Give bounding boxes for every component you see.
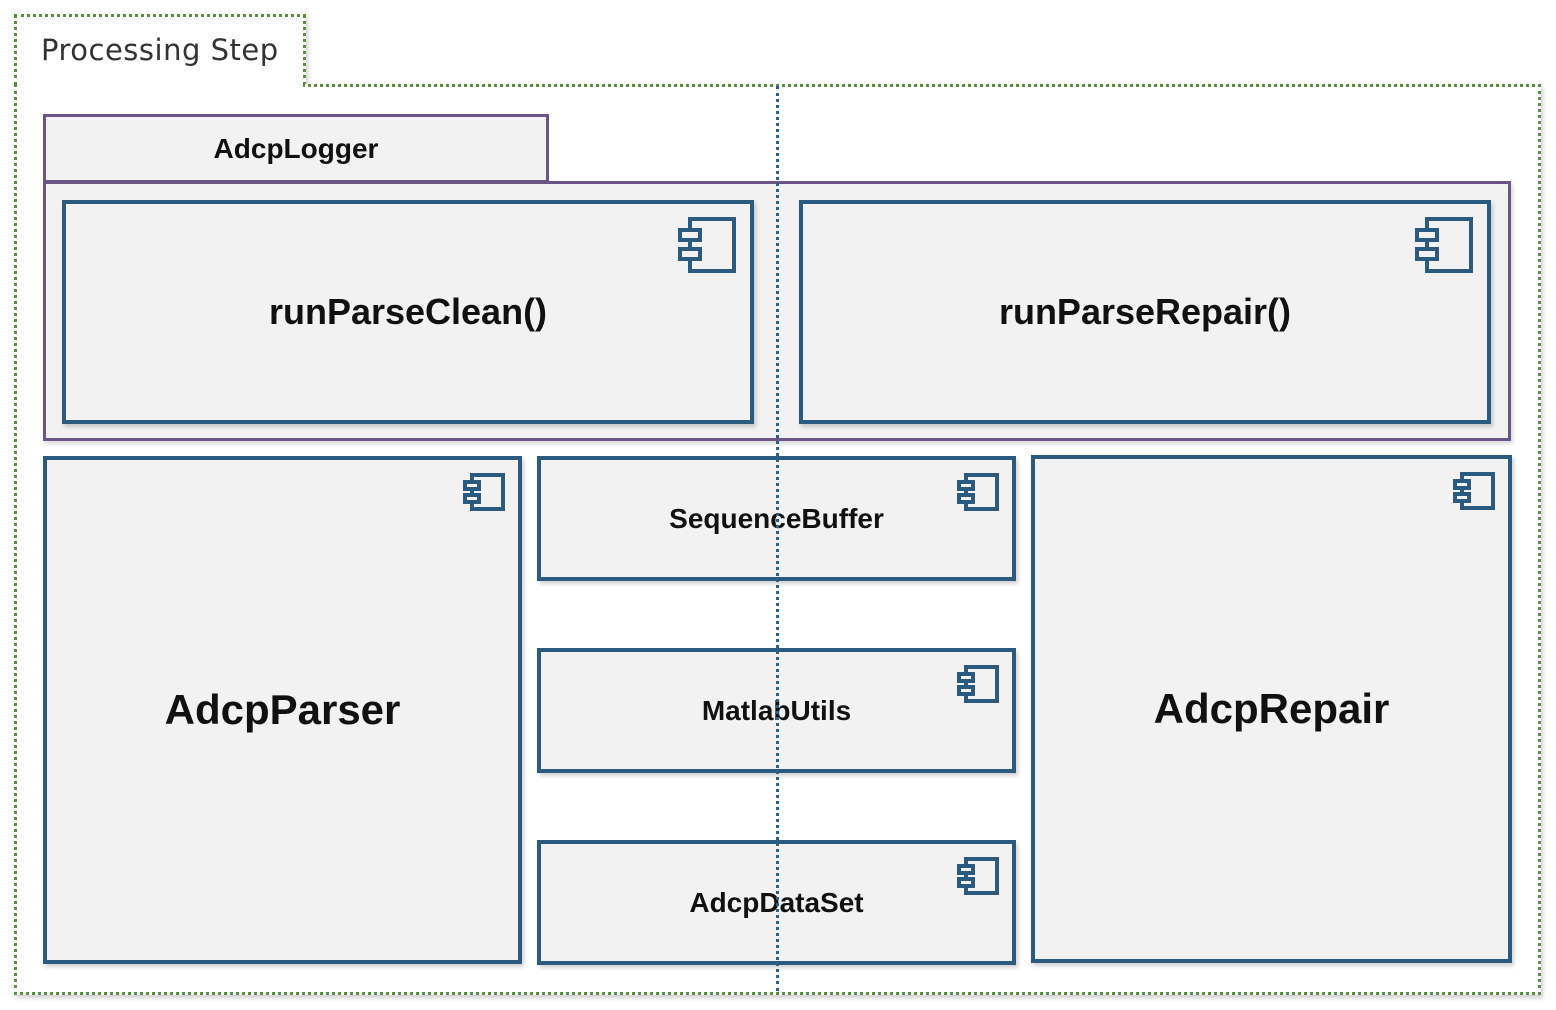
- component-icon: [957, 857, 999, 895]
- run-parse-clean-component: runParseClean(): [62, 200, 754, 424]
- processing-step-label: Processing Step: [41, 33, 279, 67]
- component-icon: [463, 473, 505, 511]
- adcp-logger-tab: AdcpLogger: [43, 114, 549, 183]
- run-parse-repair-component: runParseRepair(): [799, 200, 1491, 424]
- adcp-repair-component: AdcpRepair: [1031, 455, 1512, 963]
- run-parse-clean-label: runParseClean(): [268, 291, 548, 332]
- run-parse-repair-label: runParseRepair(): [998, 291, 1292, 332]
- processing-step-tab: Processing Step: [14, 14, 306, 86]
- center-divider: [776, 86, 779, 991]
- adcp-parser-component: AdcpParser: [43, 456, 522, 964]
- component-icon: [1453, 472, 1495, 510]
- adcp-repair-label: AdcpRepair: [1153, 685, 1390, 732]
- component-icon: [957, 665, 999, 703]
- component-icon: [1415, 217, 1473, 273]
- component-icon: [678, 217, 736, 273]
- component-icon: [957, 473, 999, 511]
- adcp-logger-label: AdcpLogger: [213, 132, 379, 164]
- adcp-parser-label: AdcpParser: [164, 686, 401, 733]
